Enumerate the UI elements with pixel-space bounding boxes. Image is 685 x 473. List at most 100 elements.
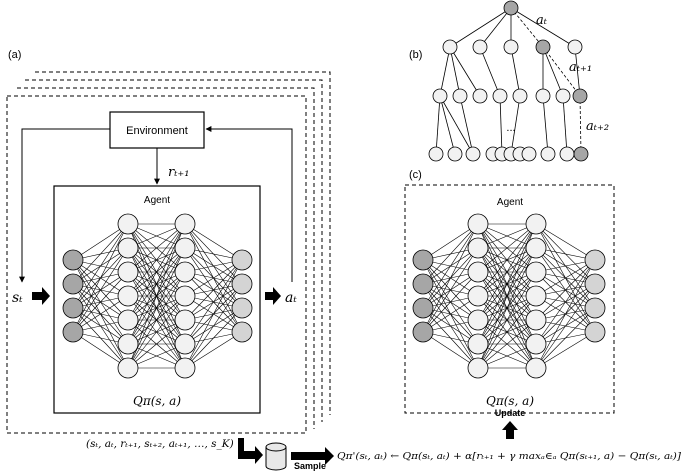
- hidden-node: [174, 261, 196, 283]
- network-edge: [184, 331, 243, 369]
- hidden-node: [117, 285, 139, 307]
- tree-node: [503, 0, 519, 16]
- tree-edge-label-at2: aₜ₊₂: [586, 119, 609, 134]
- tree-edge: [579, 95, 582, 155]
- hidden-node: [525, 333, 547, 355]
- hidden-node: [117, 309, 139, 331]
- input-node: [412, 273, 434, 295]
- update-label: Update: [495, 408, 526, 418]
- tree-node: [472, 39, 488, 55]
- environment-box: Environment: [109, 111, 205, 149]
- hidden-node: [467, 309, 489, 331]
- tree-ellipsis: ...: [506, 122, 515, 134]
- tree-edge: [435, 95, 441, 155]
- input-node: [62, 297, 84, 319]
- network-edge: [477, 223, 537, 321]
- sample-arrow: [238, 438, 263, 464]
- tree-edge: [459, 95, 474, 155]
- network-edge: [422, 295, 479, 333]
- tree-edge: [542, 46, 564, 97]
- tree-edge: [449, 7, 512, 48]
- hidden-node: [174, 309, 196, 331]
- agent-a-title: Agent: [144, 195, 170, 206]
- hidden-node: [467, 213, 489, 235]
- sample-label: Sample: [294, 461, 326, 471]
- tree-edges: [435, 7, 582, 155]
- network-edge: [422, 271, 479, 333]
- tree-node: [447, 146, 463, 162]
- tree-node: [573, 146, 589, 162]
- hidden-node: [525, 261, 547, 283]
- input-node: [62, 321, 84, 343]
- network-edges: [422, 223, 596, 369]
- network-edge: [422, 223, 479, 309]
- tree-edge: [542, 95, 549, 155]
- tree-node: [432, 88, 448, 104]
- tree-edge: [510, 7, 576, 48]
- tree-node: [428, 146, 444, 162]
- hidden-node: [467, 333, 489, 355]
- network-edge: [477, 223, 537, 273]
- tree-edge-label-at: aₜ: [536, 13, 548, 28]
- tree-edge: [542, 46, 581, 97]
- network-edge: [535, 259, 596, 345]
- network-edge: [184, 259, 243, 369]
- network-edge: [127, 223, 186, 297]
- network-edge: [477, 223, 537, 345]
- equation-arrow: [291, 447, 334, 465]
- state-arrow: [32, 287, 50, 305]
- output-node: [584, 273, 606, 295]
- tree-edge: [510, 7, 544, 48]
- network-edge: [477, 247, 537, 369]
- reward-signal-label: rₜ₊₁: [168, 165, 190, 180]
- update-arrow: [502, 421, 518, 439]
- episode-stack: [6, 71, 331, 434]
- output-node: [231, 249, 253, 271]
- network-edge: [72, 271, 129, 333]
- hidden-node: [467, 261, 489, 283]
- tree-node: [535, 88, 551, 104]
- network-edge: [127, 271, 186, 369]
- panel-c-label: (c): [409, 169, 422, 181]
- network-edge: [127, 223, 186, 273]
- hidden-node: [174, 357, 196, 379]
- network-edge: [535, 331, 596, 369]
- network-edge: [72, 295, 129, 333]
- tree-node: [572, 88, 588, 104]
- input-node: [412, 297, 434, 319]
- input-node: [412, 321, 434, 343]
- tree-edge: [510, 95, 521, 155]
- network-edge: [127, 319, 186, 369]
- tree-edge: [449, 46, 481, 97]
- output-node: [231, 273, 253, 295]
- tree-node: [535, 39, 551, 55]
- network-edge: [535, 223, 596, 261]
- output-node: [231, 297, 253, 319]
- output-node: [584, 321, 606, 343]
- hidden-node: [467, 285, 489, 307]
- tree-node: [452, 88, 468, 104]
- hidden-node: [467, 357, 489, 379]
- network-edge: [184, 259, 243, 321]
- replay-memory-icon: [265, 442, 287, 471]
- network-edge: [422, 223, 479, 285]
- agent-a-q-label: Qπ(s, a): [133, 394, 181, 408]
- tree-edge: [499, 95, 503, 155]
- network-edge: [127, 295, 186, 369]
- q-learning-update-equation: Qπ'(sₜ, aₜ) ← Qπ(sₜ, aₜ) + α[rₜ₊₁ + γ ma…: [337, 451, 681, 462]
- agent-c-q-label: Qπ(s, a): [486, 394, 534, 408]
- hidden-node: [117, 261, 139, 283]
- network-edge: [72, 223, 129, 261]
- input-node: [412, 249, 434, 271]
- tree-node: [567, 39, 583, 55]
- network-edge: [535, 283, 596, 369]
- output-node: [584, 297, 606, 319]
- tree-edge: [479, 46, 501, 97]
- tree-node: [559, 146, 575, 162]
- network-edge: [422, 223, 479, 261]
- network-edge: [422, 223, 479, 333]
- hidden-node: [525, 237, 547, 259]
- hidden-node: [117, 213, 139, 235]
- network-edge: [535, 259, 596, 297]
- tree-node: [492, 88, 508, 104]
